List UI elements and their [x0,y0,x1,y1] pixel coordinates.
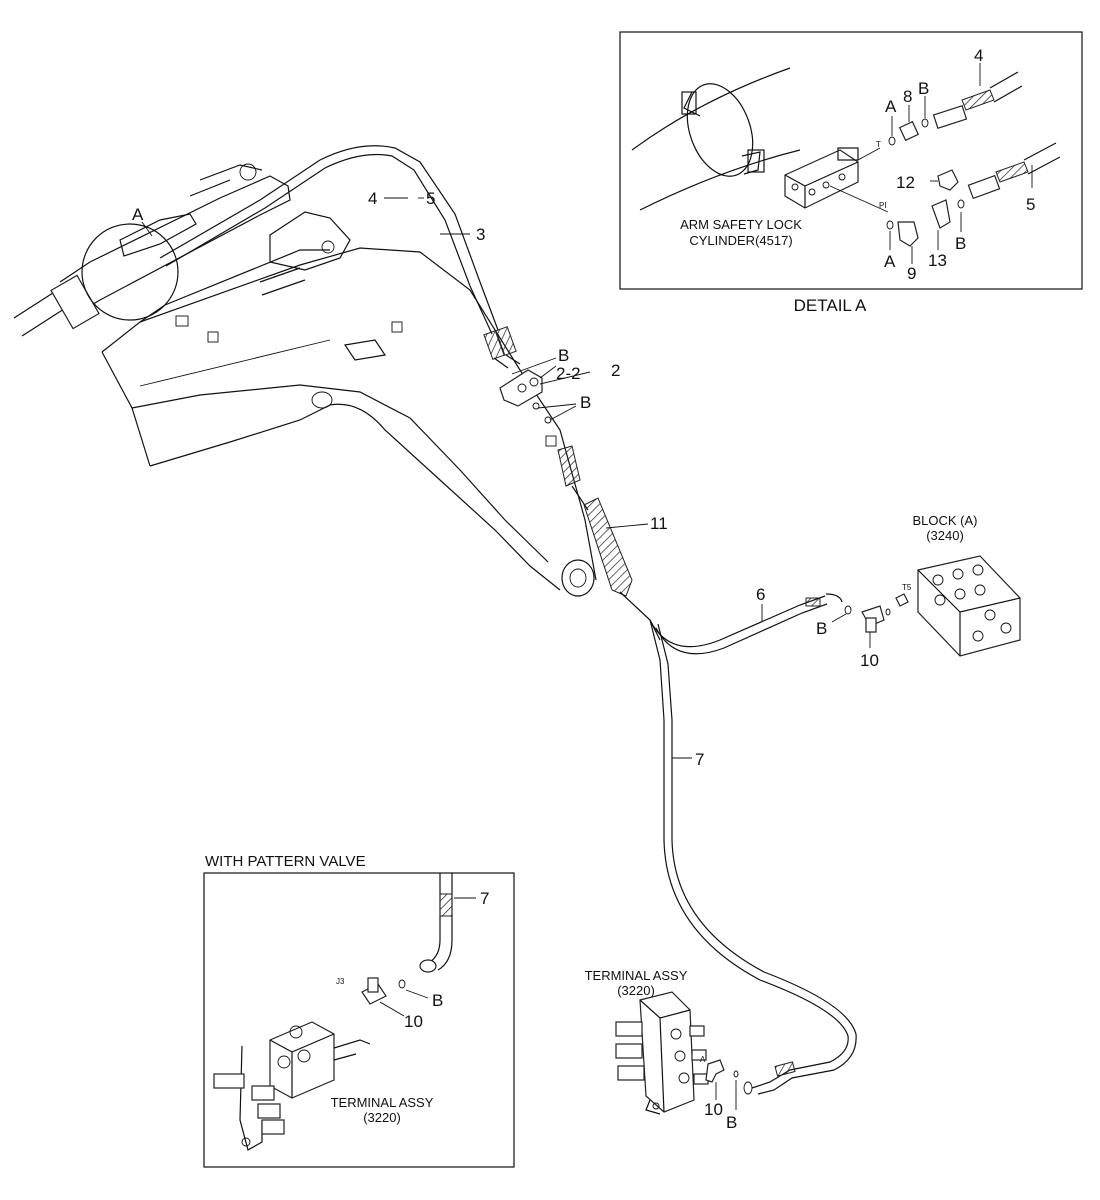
block-a-illustration [895,555,1021,657]
main-callout-a-terminal: A [700,1055,706,1064]
detail-a-callout-circle [81,223,179,321]
pattern-valve-title: WITH PATTERN VALVE [205,853,366,870]
main-callout-3: 3 [476,225,485,244]
detail-fittings [886,71,1061,247]
main-callout-b-block: B [816,619,827,638]
main-callout-b-upper: B [558,346,569,365]
pattern-callout-b: B [432,991,443,1010]
main-callout-11: 11 [650,514,668,533]
detail-callout-8: 8 [903,87,912,106]
main-callout-a: A [132,205,144,224]
detail-leaders [889,63,1033,264]
cylinder-caption-line2: CYLINDER(4517) [689,233,792,248]
pattern-valve-frame [203,872,515,1168]
boom-arm-illustration [101,211,597,597]
pattern-callout-10: 10 [404,1012,423,1031]
pattern-port-j3: J3 [336,977,345,986]
pattern-terminal-caption-line2: (3220) [363,1110,401,1125]
detail-callout-b-top: B [918,79,929,98]
port-pi-label: PI [879,201,887,210]
block-caption-line2: (3240) [926,528,964,543]
port-t-label: T [876,140,881,149]
detail-a-title: DETAIL A [794,296,867,315]
main-leader-a [141,221,153,237]
pattern-tee-fitting-10 [361,977,405,1017]
pattern-valve-panel [203,872,515,1168]
arm-safety-lock-cylinder-illustration [631,67,889,213]
pattern-callout-7: 7 [480,889,489,908]
main-callout-b-terminal: B [726,1113,737,1132]
terminal-main-caption-line2: (3220) [617,983,655,998]
main-callout-5: 5 [426,189,435,208]
arm-cylinder-illustration [13,163,291,337]
detail-callout-b-mid: B [955,234,966,253]
main-callout-10-terminal: 10 [704,1100,723,1119]
cylinder-caption-line1: ARM SAFETY LOCK [680,217,802,232]
hose-6 [649,593,852,655]
detail-callout-4: 4 [974,46,983,65]
hose-7 [649,619,857,1095]
main-callout-6: 6 [756,585,765,604]
main-callout-2-2: 2-2 [556,364,581,383]
main-callout-10-block: 10 [860,651,879,670]
main-callout-4: 4 [368,189,377,208]
block-port-label: T5 [902,583,912,592]
terminal-main-caption-line1: TERMINAL ASSY [585,968,688,983]
detail-callout-a-top: A [885,97,897,116]
hose-11-protector [545,435,661,641]
main-callout-7: 7 [695,750,704,769]
main-callout-b-lower: B [580,393,591,412]
detail-callout-a-bottom: A [884,252,896,271]
pattern-terminal-assy [213,1021,371,1151]
detail-a-panel: ARM SAFETY LOCK CYLINDER(4517) T PI [619,31,1083,290]
terminal-assy-main [615,991,739,1115]
tee-fitting-10-block [861,605,891,648]
detail-callout-13: 13 [928,251,947,270]
main-callout-2: 2 [611,361,620,380]
pattern-terminal-caption-line1: TERMINAL ASSY [331,1095,434,1110]
bracket-2 [499,357,591,424]
pattern-hose-7 [398,873,476,999]
detail-callout-12: 12 [896,173,915,192]
detail-callout-5: 5 [1026,195,1035,214]
detail-callout-9: 9 [907,264,916,283]
block-caption-line1: BLOCK (A) [912,513,977,528]
detail-a-frame [619,31,1083,290]
hoses-4-5 [159,145,521,369]
